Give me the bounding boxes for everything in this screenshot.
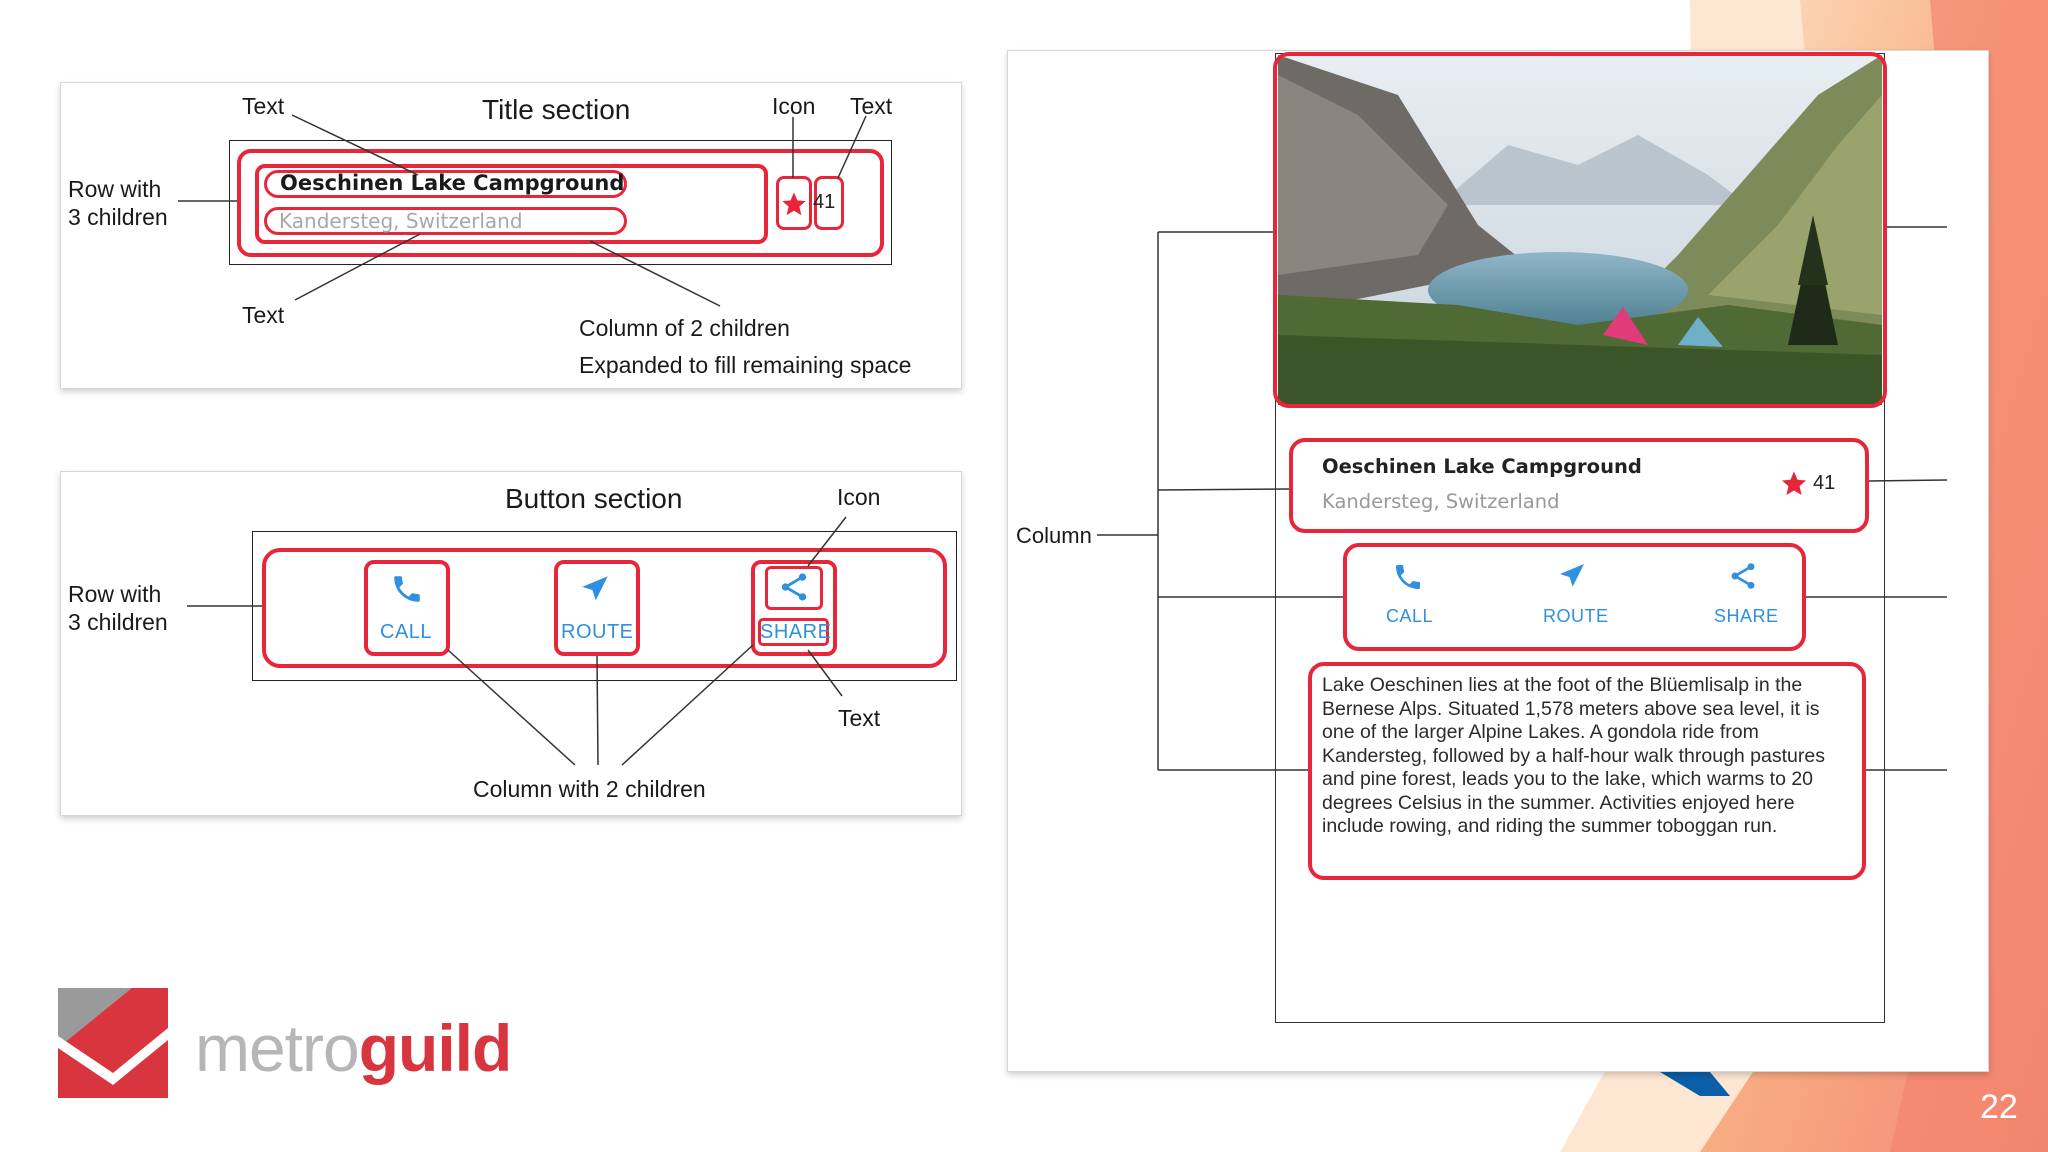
app-call-label: CALL bbox=[1386, 606, 1434, 626]
title-count: 41 bbox=[813, 191, 836, 213]
title-row-box bbox=[237, 149, 884, 257]
title-section-heading: Title section bbox=[482, 94, 631, 125]
call-label: CALL bbox=[380, 621, 433, 643]
title-count-box bbox=[814, 176, 844, 230]
title-column-box bbox=[255, 164, 768, 244]
share-text-box bbox=[758, 618, 829, 646]
button-section-heading: Button section bbox=[505, 483, 683, 514]
share-label: SHARE bbox=[760, 621, 832, 643]
slide-number: 22 bbox=[1980, 1088, 2018, 1126]
metroguild-logo-text: metroguild bbox=[195, 1010, 513, 1086]
title-row-outline bbox=[229, 140, 892, 265]
app-title-row-box bbox=[1289, 438, 1869, 533]
share-column-box bbox=[751, 560, 837, 656]
metroguild-logo-icon bbox=[58, 988, 168, 1098]
share-icon bbox=[1731, 563, 1755, 589]
app-description: Lake Oeschinen lies at the foot of the B… bbox=[1322, 674, 1825, 837]
logo-metro: metro bbox=[195, 1011, 360, 1085]
app-title-location: Kandersteg, Switzerland bbox=[1322, 490, 1560, 513]
share-icon-box bbox=[765, 566, 823, 610]
title-location: Kandersteg, Switzerland bbox=[279, 209, 523, 233]
label-row-button: Row with 3 children bbox=[68, 581, 168, 635]
title-section-card bbox=[60, 82, 962, 389]
route-column-box bbox=[554, 560, 640, 656]
star-icon bbox=[782, 192, 806, 216]
app-title-count: 41 bbox=[1813, 472, 1836, 494]
phone-icon bbox=[1396, 565, 1420, 589]
navigation-arrow-icon bbox=[582, 576, 608, 601]
app-title-name: Oeschinen Lake Campground bbox=[1322, 455, 1642, 478]
navigation-arrow-icon bbox=[1560, 564, 1584, 587]
title-location-box bbox=[264, 207, 627, 235]
title-star-box bbox=[776, 176, 812, 230]
label-row-title: Row with 3 children bbox=[68, 176, 168, 230]
call-column-box bbox=[364, 560, 450, 656]
route-label: ROUTE bbox=[561, 621, 634, 643]
label-text-button: Text bbox=[838, 705, 881, 731]
label-column: Column of 2 children bbox=[579, 315, 790, 341]
image-box bbox=[1273, 52, 1887, 408]
label-text-top: Text bbox=[242, 93, 285, 119]
phone-icon bbox=[394, 576, 420, 602]
label-icon-button: Icon bbox=[837, 484, 881, 510]
label-text-bottom: Text bbox=[242, 302, 285, 328]
share-icon bbox=[781, 573, 807, 601]
logo-guild: guild bbox=[358, 1011, 513, 1085]
app-text-box bbox=[1308, 662, 1866, 880]
label-icon: Icon bbox=[772, 93, 816, 119]
label-text-right: Text bbox=[850, 93, 893, 119]
button-row-box bbox=[262, 548, 947, 668]
lake-photo bbox=[1278, 55, 1882, 405]
label-column-button: Column with 2 children bbox=[473, 776, 706, 802]
label-expanded: Expanded to fill remaining space bbox=[579, 352, 912, 378]
title-name-box bbox=[264, 170, 627, 198]
title-name: Oeschinen Lake Campground bbox=[280, 171, 625, 195]
label-column-app: Column bbox=[1016, 523, 1092, 548]
app-share-label: SHARE bbox=[1714, 606, 1779, 626]
app-button-row-box bbox=[1343, 543, 1806, 651]
app-route-label: ROUTE bbox=[1543, 606, 1609, 626]
star-icon bbox=[1781, 471, 1807, 495]
